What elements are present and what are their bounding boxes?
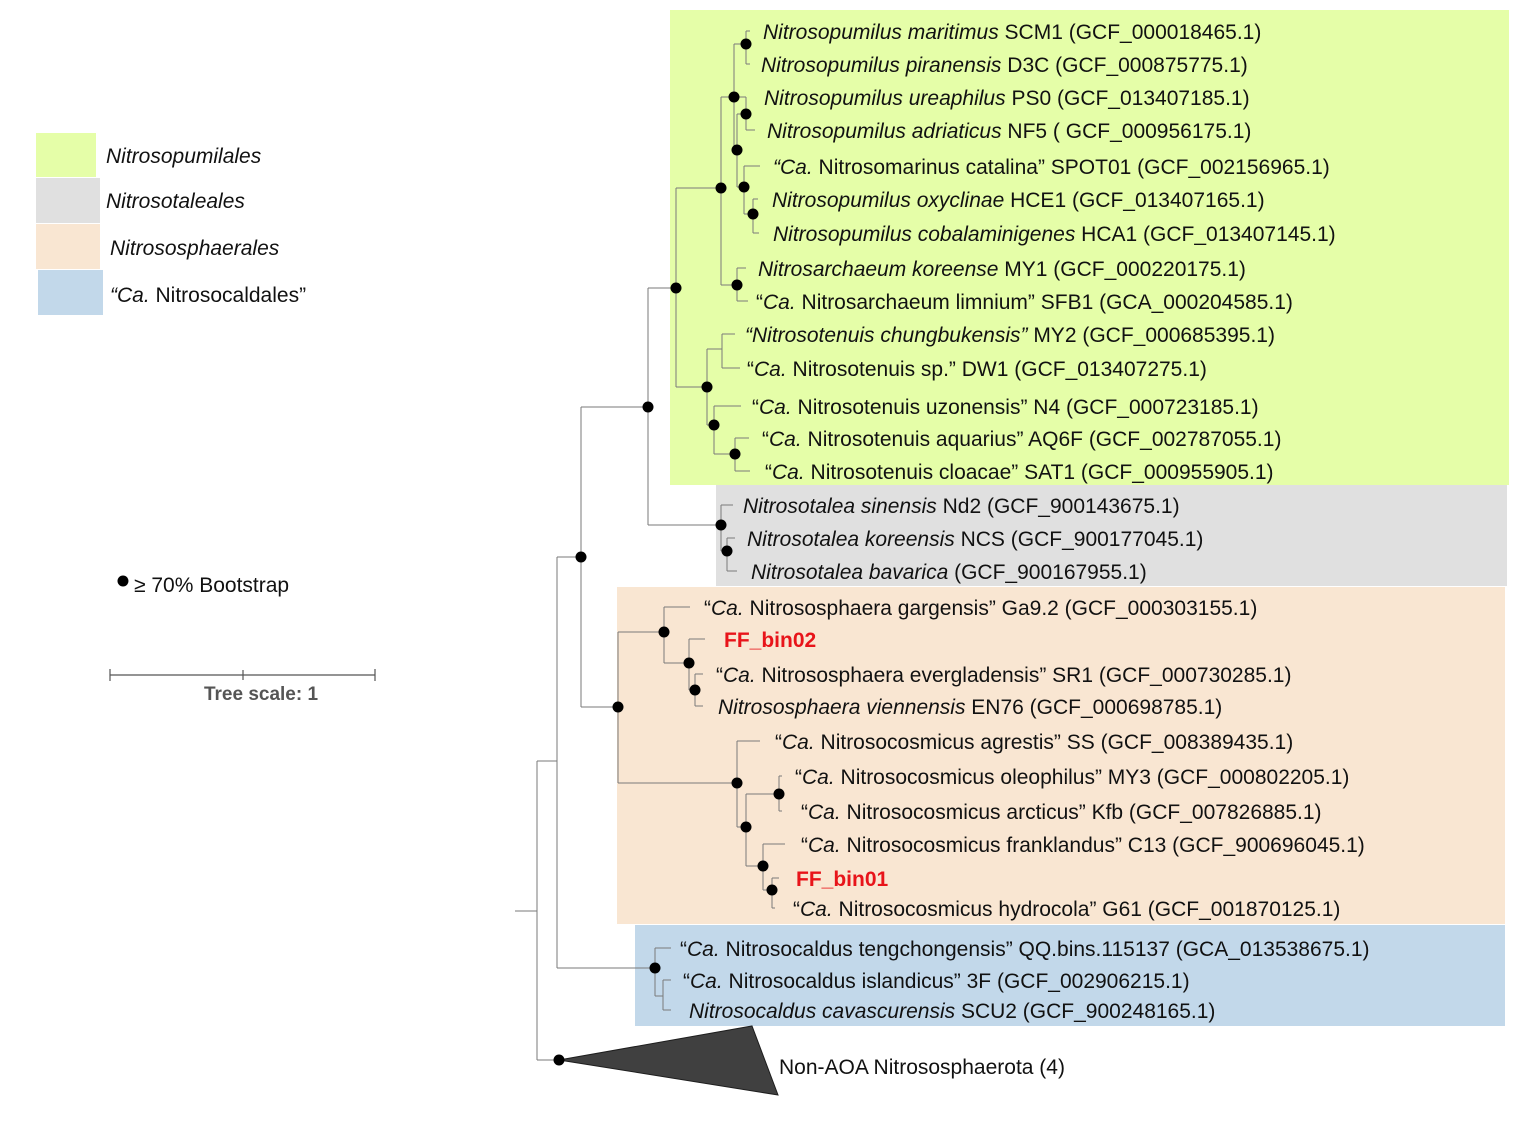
legend-swatch-nitrosopumilales [36, 133, 96, 177]
bootstrap-node-dot [670, 282, 682, 294]
legend: Nitrosopumilales Nitrosotaleales Nitroso… [36, 133, 376, 705]
legend-swatch-nitrosocaldales [38, 270, 103, 315]
leaf-label: “Ca. Nitrosocosmicus franklandus” C13 (G… [801, 834, 1365, 857]
legend-label-nitrososphaerales: Nitrososphaerales [110, 237, 280, 260]
bootstrap-node-dot [649, 962, 661, 974]
bootstrap-node-dot [740, 821, 752, 833]
leaf-label: “Nitrosotenuis chungbukensis” MY2 (GCF_0… [745, 324, 1275, 347]
leaf-label: “Ca. Nitrosocaldus islandicus” 3F (GCF_0… [683, 970, 1190, 993]
clade-box-nitrosopumilales [670, 10, 1509, 485]
leaf-label: “Ca. Nitrosocosmicus hydrocola” G61 (GCF… [793, 898, 1340, 921]
leaf-label: “Ca. Nitrososphaera gargensis” Ga9.2 (GC… [704, 597, 1257, 620]
bootstrap-node-dot [553, 1054, 565, 1066]
bootstrap-node-dot [747, 208, 759, 220]
bootstrap-legend-label: ≥ 70% Bootstrap [134, 574, 289, 597]
leaf-label: Nitrosopumilus maritimus SCM1 (GCF_00001… [763, 21, 1261, 44]
bootstrap-node-dot [721, 545, 733, 557]
legend-label-nitrosotaleales: Nitrosotaleales [106, 190, 245, 213]
leaf-label: “Ca. Nitrosocosmicus arcticus” Kfb (GCF_… [801, 801, 1322, 824]
bootstrap-node-dot [612, 701, 624, 713]
leaf-label: Nitrosopumilus piranensis D3C (GCF_00087… [761, 54, 1248, 77]
collapsed-clade-label: Non-AOA Nitrososphaerota (4) [779, 1056, 1065, 1079]
bootstrap-node-dot [731, 144, 743, 156]
leaf-label-highlight: FF_bin02 [724, 629, 816, 652]
leaf-label: Nitrosotalea sinensis Nd2 (GCF_900143675… [743, 495, 1180, 518]
leaf-label-highlight: FF_bin01 [796, 868, 889, 891]
bootstrap-node-dot [658, 626, 670, 638]
bootstrap-node-dot [729, 448, 741, 460]
leaf-label: Nitrosopumilus adriaticus NF5 ( GCF_0009… [767, 120, 1251, 143]
leaf-label: Nitrosotalea bavarica (GCF_900167955.1) [751, 561, 1147, 584]
leaf-label: “Ca. Nitrosarchaeum limnium” SFB1 (GCA_0… [756, 291, 1293, 314]
legend-swatch-nitrososphaerales [36, 224, 100, 269]
bootstrap-node-dot [575, 551, 587, 563]
legend-label-nitrosopumilales: Nitrosopumilales [106, 145, 262, 168]
collapsed-clade-triangle [558, 1025, 779, 1096]
tree-branches [515, 30, 785, 1061]
leaf-label: Nitrosopumilus oxyclinae HCE1 (GCF_01340… [772, 189, 1265, 212]
legend-swatch-nitrosotaleales [36, 178, 100, 223]
leaf-label: “Ca. Nitrosocosmicus agrestis” SS (GCF_0… [775, 731, 1293, 754]
leaf-label: Nitrosarchaeum koreense MY1 (GCF_0002201… [758, 258, 1246, 281]
bootstrap-node-dot [740, 38, 752, 50]
bootstrap-node-dot [642, 401, 654, 413]
leaf-label: “Ca. Nitrosotenuis aquarius” AQ6F (GCF_0… [762, 428, 1281, 451]
leaf-label: “Ca. Nitrosotenuis cloacae” SAT1 (GCF_00… [765, 461, 1274, 484]
bootstrap-node-dot [731, 279, 743, 291]
bootstrap-node-dot [731, 777, 743, 789]
leaf-label: Nitrosocaldus cavascurensis SCU2 (GCF_90… [689, 1000, 1215, 1023]
bootstrap-node-dot [757, 860, 769, 872]
bootstrap-node-dot [708, 419, 720, 431]
bootstrap-node-dot [689, 684, 701, 696]
clade-box-nitrosotaleales [716, 485, 1507, 586]
collapsed-clade: Non-AOA Nitrososphaerota (4) [558, 1025, 1065, 1096]
bootstrap-node-dot [773, 788, 785, 800]
leaf-label: Nitrosopumilus cobalaminigenes HCA1 (GCF… [773, 223, 1336, 246]
leaf-label: “Ca. Nitrosotenuis sp.” DW1 (GCF_0134072… [747, 358, 1207, 381]
bootstrap-node-dot [683, 657, 695, 669]
leaf-label: Nitrosopumilus ureaphilus PS0 (GCF_01340… [764, 87, 1250, 110]
legend-label-nitrosocaldales: “Ca. Nitrosocaldales” [110, 284, 306, 307]
bootstrap-node-dot [766, 884, 778, 896]
bootstrap-node-dot [740, 108, 752, 120]
leaf-label: “Ca. Nitrosocosmicus oleophilus” MY3 (GC… [795, 766, 1349, 789]
leaf-labels: Nitrosopumilus maritimus SCM1 (GCF_00001… [680, 21, 1370, 1023]
leaf-label: Nitrosotalea koreensis NCS (GCF_90017704… [747, 528, 1203, 551]
clade-box-nitrosocaldales [635, 925, 1505, 1026]
tree-scale-label: Tree scale: 1 [204, 684, 319, 705]
leaf-label: “Ca. Nitrosomarinus catalina” SPOT01 (GC… [773, 156, 1330, 179]
bootstrap-node-dot [701, 381, 713, 393]
bootstrap-dot-icon [117, 575, 129, 587]
bootstrap-dots [553, 38, 785, 1066]
leaf-label: “Ca. Nitrosotenuis uzonensis” N4 (GCF_00… [752, 396, 1259, 419]
leaf-label: “Ca. Nitrososphaera evergladensis” SR1 (… [716, 664, 1291, 687]
leaf-label: Nitrososphaera viennensis EN76 (GCF_0006… [718, 696, 1222, 719]
tree-scale-bar [109, 669, 376, 681]
bootstrap-node-dot [738, 181, 750, 193]
bootstrap-node-dot [715, 519, 727, 531]
bootstrap-node-dot [715, 182, 727, 194]
leaf-label: “Ca. Nitrosocaldus tengchongensis” QQ.bi… [680, 938, 1370, 961]
bootstrap-node-dot [728, 91, 740, 103]
